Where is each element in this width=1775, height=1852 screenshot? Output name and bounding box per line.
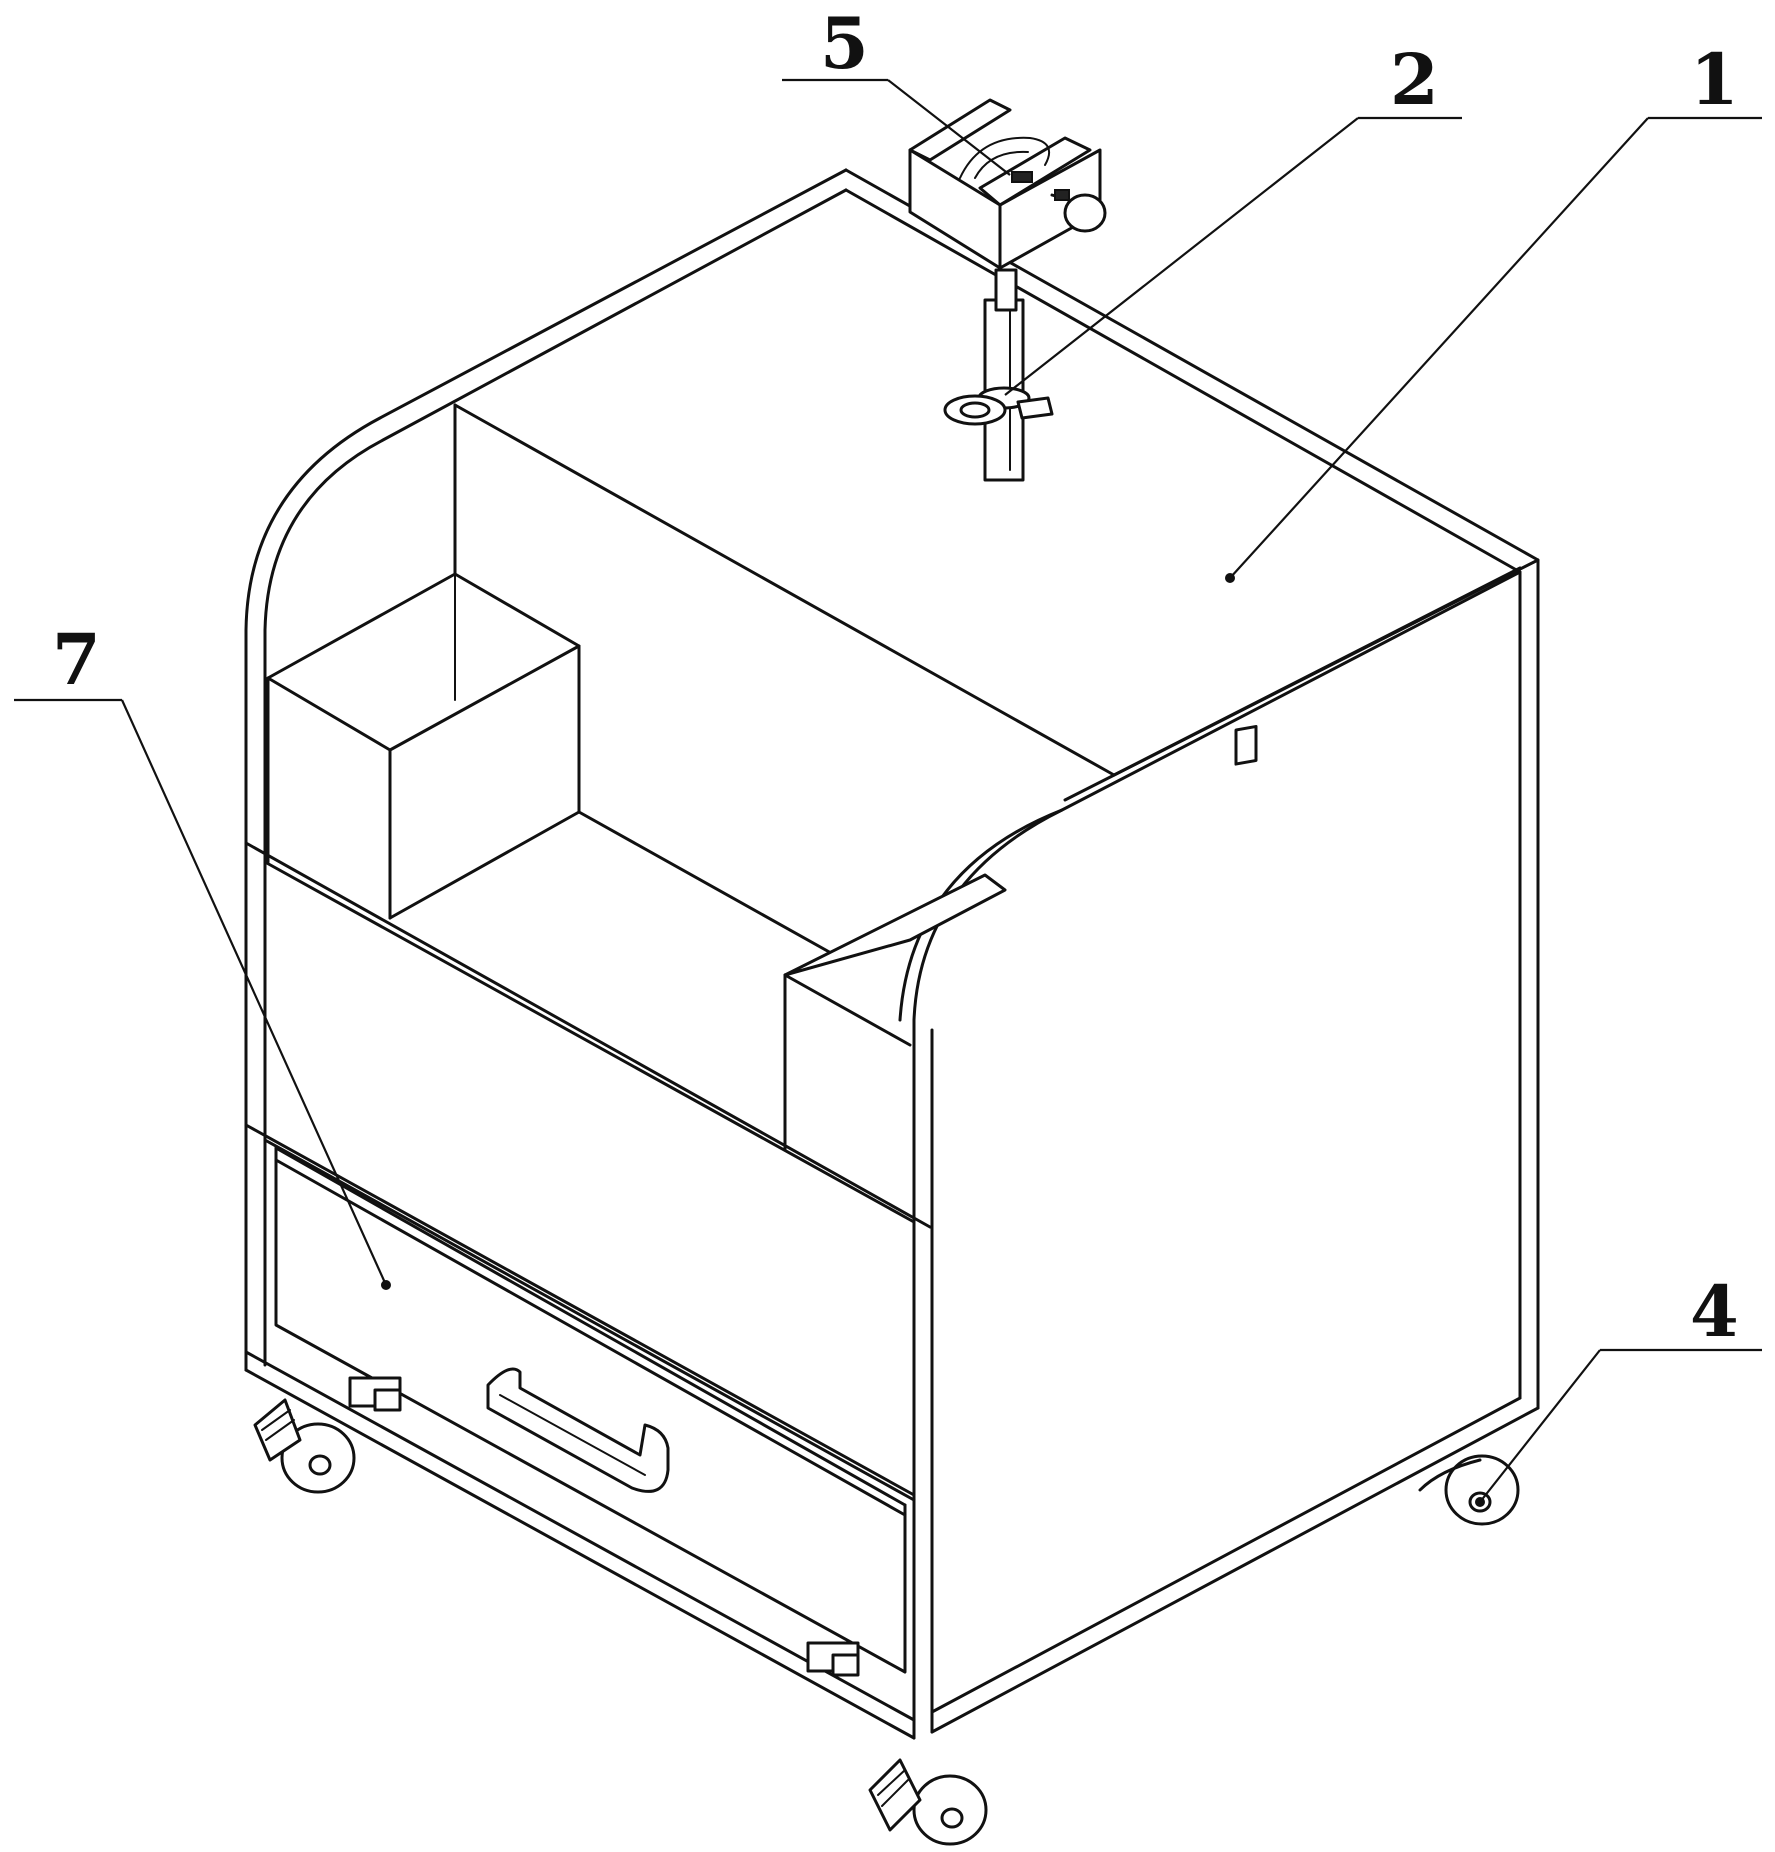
cabinet-body — [244, 168, 1540, 1740]
label-4: 4 — [1690, 1270, 1739, 1353]
label-2: 2 — [1390, 38, 1439, 121]
label-1: 1 — [1690, 38, 1739, 121]
callout-leaders — [14, 78, 1762, 1507]
caster-front-right — [868, 1758, 988, 1846]
drawer[interactable] — [274, 1146, 907, 1677]
drawer-handle — [486, 1367, 670, 1493]
callout-labels: 5 2 1 7 4 — [52, 2, 1739, 1353]
pole-clamp-assembly — [908, 98, 1107, 482]
ring-handle — [943, 394, 1007, 426]
label-5: 5 — [820, 2, 869, 85]
label-7: 7 — [52, 618, 101, 701]
caster-front-left — [253, 1398, 356, 1494]
clamp-knob — [1063, 193, 1107, 233]
caster-rear-right — [1418, 1454, 1520, 1526]
